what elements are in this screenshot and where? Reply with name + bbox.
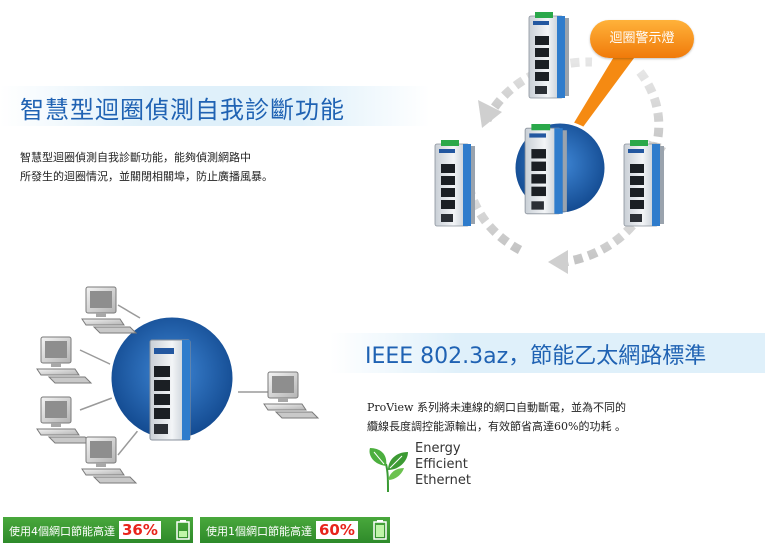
loop-description-line-1: 智慧型迴圈偵測自我診斷功能，能夠偵測網路中 bbox=[20, 151, 251, 164]
computer-icon bbox=[36, 396, 92, 444]
loop-title: 智慧型迴圈偵測自我診斷功能 bbox=[20, 96, 345, 124]
network-switch-icon bbox=[149, 339, 191, 441]
leaf-icon bbox=[369, 448, 408, 493]
network-switch-icon bbox=[524, 124, 568, 215]
eee-description: ProView 系列將未連線的網口自動斷電，並為不同的 纜線長度調控能源輸出，有… bbox=[367, 398, 626, 436]
network-switch-icon bbox=[528, 12, 570, 99]
battery-icon bbox=[373, 520, 387, 540]
computer-icon bbox=[36, 336, 92, 384]
badge-percent: 60% bbox=[316, 521, 358, 539]
eee-logo-line-1: Energy bbox=[415, 441, 461, 456]
title-band-loop bbox=[0, 86, 430, 126]
network-switch-icon bbox=[623, 140, 665, 227]
eee-logo-line-2: Efficient bbox=[415, 457, 468, 472]
badge-percent: 36% bbox=[119, 521, 161, 539]
network-switch-icon bbox=[434, 140, 476, 227]
badge-label: 使用1個網口節能高達 bbox=[206, 525, 312, 538]
badge-label: 使用4個網口節能高達 bbox=[9, 525, 115, 538]
title-band-eee bbox=[330, 333, 765, 373]
savings-badge-4-ports: 使用4個網口節能高達 36% bbox=[3, 517, 193, 543]
network-diagram bbox=[36, 286, 319, 484]
eee-description-line-2: 纜線長度調控能源輸出，有效節省高達60%的功耗 。 bbox=[367, 420, 626, 433]
loop-description: 智慧型迴圈偵測自我診斷功能，能夠偵測網路中 所發生的迴圈情況，並關閉相關埠，防止… bbox=[20, 148, 273, 186]
eee-logo-text: Energy Efficient Ethernet bbox=[415, 441, 471, 489]
loop-description-line-2: 所發生的迴圈情況，並關閉相關埠，防止廣播風暴。 bbox=[20, 170, 273, 183]
computer-icon bbox=[263, 371, 319, 419]
savings-badge-1-port: 使用1個網口節能高達 60% bbox=[200, 517, 390, 543]
eee-logo-line-3: Ethernet bbox=[415, 473, 471, 488]
loop-warning-callout: 迴圈警示燈 bbox=[590, 20, 694, 58]
loop-diagram bbox=[434, 12, 666, 274]
eee-title: IEEE 802.3az，節能乙太網路標準 bbox=[365, 344, 707, 369]
battery-icon bbox=[176, 520, 190, 540]
eee-description-line-1: ProView 系列將未連線的網口自動斷電，並為不同的 bbox=[367, 401, 626, 414]
